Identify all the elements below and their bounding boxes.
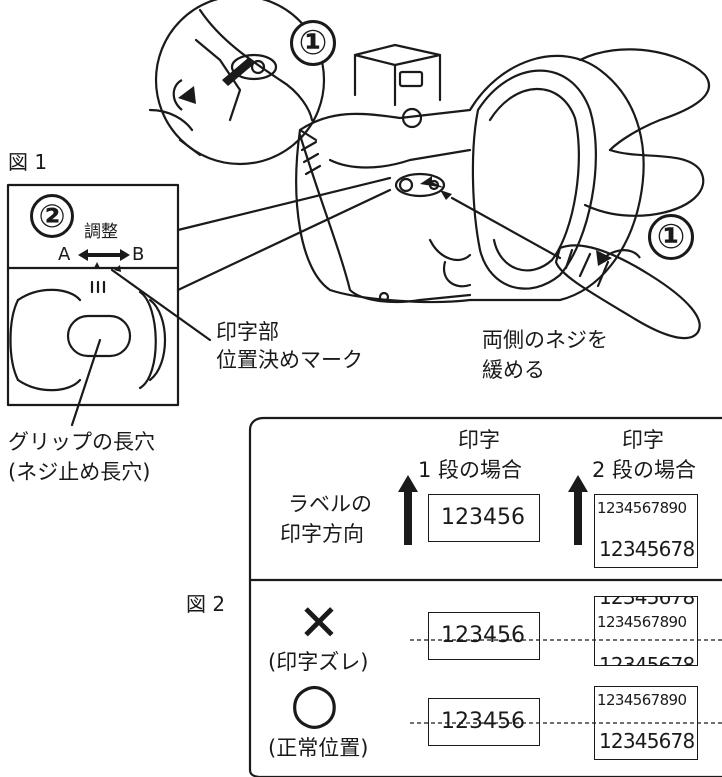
step-circle-fig1: ② [30, 194, 74, 238]
grip-label-line2: (ネジ止め長穴) [8, 460, 151, 484]
sample-one-row-right: 123456 [428, 698, 540, 746]
fig1-panel [6, 183, 180, 407]
sample-two-row-header: 1234567890 12345678 [594, 494, 698, 568]
labeler-body [295, 54, 645, 304]
mark-label-line2: 位置決めマーク [216, 348, 363, 372]
screwdriver-shaft [450, 196, 562, 260]
grip-label-line1: グリップの長穴 [8, 430, 155, 454]
right-label: (正常位置) [268, 736, 369, 760]
step-circle-right: ① [648, 214, 694, 260]
mark-label-line1: 印字部 [216, 320, 279, 344]
body-screw-slot [394, 172, 446, 198]
col2-header-line2: 2 段の場合 [592, 458, 697, 482]
row-label-line1: ラベルの [288, 492, 372, 516]
fig1-label: 図 1 [8, 150, 48, 174]
handle-strap [578, 48, 711, 152]
b-label: B [132, 244, 145, 265]
wrong-label: (印字ズレ) [268, 650, 369, 674]
wrong-symbol: ✕ [298, 594, 340, 652]
screw-label-line1: 両側のネジを [482, 328, 608, 352]
sample-two-row-right: 1234567890 12345678 [594, 686, 698, 760]
col1-header-line2: 1 段の場合 [418, 458, 523, 482]
col1-header-line1: 印字 [458, 428, 500, 452]
up-arrow-2 [568, 475, 588, 545]
print-head-block [353, 43, 442, 102]
sample-two-row-wrong: 12345678 1234567890 12345678 [594, 596, 698, 666]
front-housing [298, 133, 472, 304]
screwdriver-handle [554, 244, 701, 340]
screw-label-line2: 緩める [482, 358, 545, 382]
col2-header-line1: 印字 [622, 428, 664, 452]
fig2-frame [248, 416, 722, 772]
up-arrow-1 [398, 475, 418, 545]
a-label: A [58, 244, 71, 265]
grip-slot [66, 314, 132, 358]
zoom-circle [154, 0, 326, 166]
sample-one-row-header: 123456 [428, 494, 540, 542]
step-circle-top: ① [290, 20, 336, 66]
sample-one-row-wrong: 123456 [428, 612, 540, 660]
fig2-label: 図 2 [186, 592, 226, 616]
adjust-label: 調整 [84, 222, 118, 242]
right-symbol: ○ [290, 671, 339, 736]
row-label-line2: 印字方向 [280, 522, 364, 546]
